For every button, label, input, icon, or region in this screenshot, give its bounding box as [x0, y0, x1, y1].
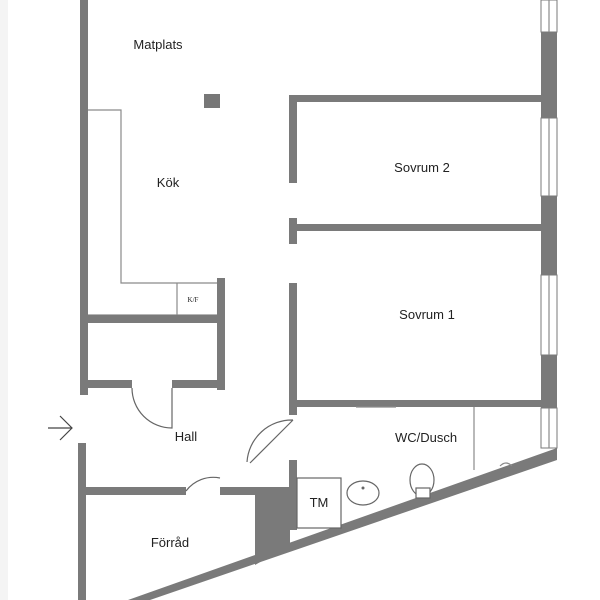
closet-bottom-wall-right	[172, 380, 225, 388]
entry-arrow-icon	[48, 415, 73, 441]
label-wc: WC/Dusch	[395, 430, 457, 445]
kitchen-wall	[217, 278, 225, 390]
outer-left-wall	[78, 0, 88, 600]
label-tm: TM	[310, 495, 329, 510]
outer-right-wall	[540, 0, 558, 449]
forrad-walls	[86, 487, 290, 565]
label-matplats: Matplats	[133, 37, 183, 52]
closet-top-wall	[88, 315, 225, 323]
wc-wall	[289, 460, 297, 530]
sink-icon	[346, 480, 380, 506]
label-kf: K/F	[188, 296, 199, 304]
kitchen-counter	[88, 109, 217, 316]
page-margin	[0, 0, 8, 600]
wc-door	[246, 419, 294, 464]
label-kok: Kök	[157, 175, 180, 190]
pillar-icon	[204, 94, 220, 108]
sovrum1-walls	[289, 283, 544, 415]
label-sovrum1: Sovrum 1	[399, 307, 455, 322]
closet-bottom-wall	[88, 380, 132, 388]
wc-fixtures	[296, 462, 513, 529]
closet-door	[131, 387, 173, 429]
label-forrad: Förråd	[151, 535, 189, 550]
label-sovrum2: Sovrum 2	[394, 160, 450, 175]
faucet-icon	[499, 462, 513, 467]
diagonal-wall	[128, 448, 557, 600]
forrad-door	[185, 476, 221, 492]
label-hall: Hall	[175, 429, 198, 444]
sovrum2-walls	[289, 95, 544, 244]
